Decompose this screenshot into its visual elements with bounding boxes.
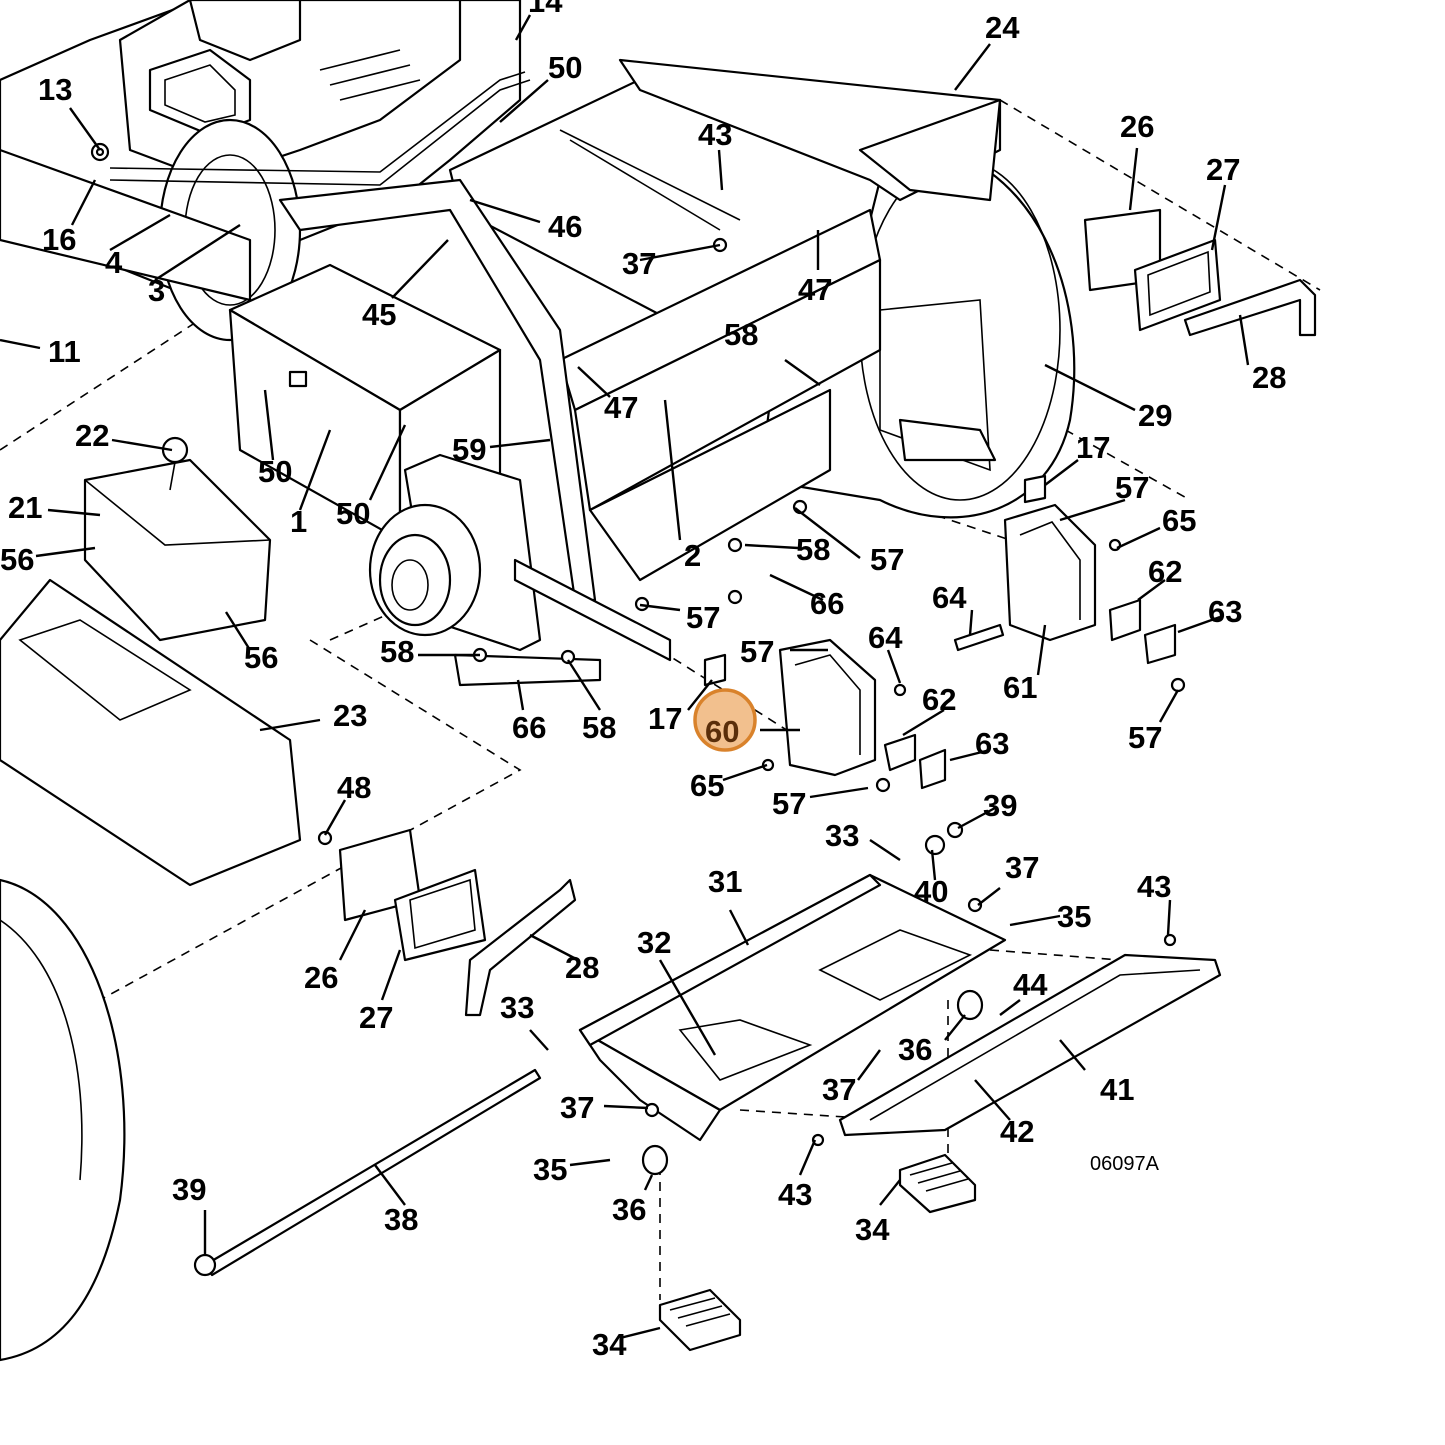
callout-37[interactable]: 37 (822, 1072, 856, 1107)
callout-42[interactable]: 42 (1000, 1114, 1034, 1149)
callout-34[interactable]: 34 (855, 1212, 890, 1247)
callout-63[interactable]: 63 (1208, 594, 1242, 629)
callout-40[interactable]: 40 (914, 874, 948, 909)
callout-66[interactable]: 66 (512, 710, 546, 745)
callout-36[interactable]: 36 (898, 1032, 932, 1067)
engine-assembly (0, 0, 531, 342)
callout-58[interactable]: 58 (582, 710, 616, 745)
bracket-assembly-61 (953, 474, 1177, 665)
fender (0, 578, 302, 1362)
callout-46[interactable]: 46 (548, 209, 582, 244)
callout-57[interactable]: 57 (1128, 720, 1162, 755)
callout-23[interactable]: 23 (333, 698, 367, 733)
callout-37[interactable]: 37 (560, 1090, 594, 1125)
leader-lines (0, 14, 1250, 1340)
rod (193, 1068, 542, 1277)
callout-13[interactable]: 13 (38, 72, 72, 107)
callout-58[interactable]: 58 (724, 317, 758, 352)
callout-36[interactable]: 36 (612, 1192, 646, 1227)
callout-28[interactable]: 28 (1252, 360, 1286, 395)
highlighted-callout-60[interactable] (693, 688, 757, 752)
callout-33[interactable]: 33 (825, 818, 859, 853)
callout-35[interactable]: 35 (533, 1152, 567, 1187)
callout-56[interactable]: 56 (0, 542, 34, 577)
callout-43[interactable]: 43 (698, 117, 732, 152)
drawing-code: 06097A (1090, 1153, 1160, 1175)
callout-57[interactable]: 57 (870, 542, 904, 577)
callout-26[interactable]: 26 (1120, 109, 1154, 144)
callout-27[interactable]: 27 (1206, 152, 1240, 187)
callout-47[interactable]: 47 (604, 390, 638, 425)
control-box (83, 436, 272, 642)
callout-50[interactable]: 50 (548, 50, 582, 85)
callout-29[interactable]: 29 (1138, 398, 1172, 433)
callout-60[interactable]: 60 (705, 714, 739, 749)
operator-platform (578, 873, 1007, 1142)
callout-59[interactable]: 59 (452, 432, 486, 467)
callout-26[interactable]: 26 (304, 960, 338, 995)
callout-50[interactable]: 50 (258, 454, 292, 489)
callout-45[interactable]: 45 (362, 297, 396, 332)
callout-43[interactable]: 43 (778, 1177, 812, 1212)
callout-57[interactable]: 57 (686, 600, 720, 635)
callout-24[interactable]: 24 (985, 10, 1020, 45)
callout-62[interactable]: 62 (1148, 554, 1182, 589)
callout-3[interactable]: 3 (148, 273, 165, 308)
callout-50[interactable]: 50 (336, 496, 370, 531)
right-light-assembly (1083, 208, 1317, 337)
callout-1[interactable]: 1 (290, 504, 307, 539)
callout-14[interactable]: 14 (528, 0, 563, 19)
callout-28[interactable]: 28 (565, 950, 599, 985)
callout-58[interactable]: 58 (796, 532, 830, 567)
callout-27[interactable]: 27 (359, 1000, 393, 1035)
wheel-hub (368, 453, 672, 687)
callout-16[interactable]: 16 (42, 222, 76, 257)
callout-63[interactable]: 63 (975, 726, 1009, 761)
callout-21[interactable]: 21 (8, 490, 42, 525)
callout-56[interactable]: 56 (244, 640, 278, 675)
callout-41[interactable]: 41 (1100, 1072, 1134, 1107)
callout-39[interactable]: 39 (172, 1172, 206, 1207)
callout-48[interactable]: 48 (337, 770, 371, 805)
callout-31[interactable]: 31 (708, 864, 742, 899)
callout-32[interactable]: 32 (637, 925, 671, 960)
step-assembly (838, 953, 1222, 1137)
callout-34[interactable]: 34 (592, 1327, 627, 1362)
callout-57[interactable]: 57 (1115, 470, 1149, 505)
callout-65[interactable]: 65 (690, 768, 724, 803)
callout-37[interactable]: 37 (1005, 850, 1039, 885)
callout-4[interactable]: 4 (105, 245, 123, 280)
main-frame (448, 58, 1002, 582)
callout-64[interactable]: 64 (868, 620, 903, 655)
callout-57[interactable]: 57 (740, 634, 774, 669)
callout-39[interactable]: 39 (983, 788, 1017, 823)
callout-37[interactable]: 37 (622, 246, 656, 281)
bracket-assembly-60 (703, 638, 947, 790)
callout-61[interactable]: 61 (1003, 670, 1037, 705)
callout-57[interactable]: 57 (772, 786, 806, 821)
callout-labels: 13 14 50 24 43 26 27 16 4 3 46 37 47 45 … (0, 0, 1286, 1362)
callout-64[interactable]: 64 (932, 580, 967, 615)
callout-44[interactable]: 44 (1013, 967, 1048, 1002)
callout-22[interactable]: 22 (75, 418, 109, 453)
callout-43[interactable]: 43 (1137, 869, 1171, 904)
callout-11[interactable]: 11 (48, 334, 81, 369)
callout-35[interactable]: 35 (1057, 899, 1091, 934)
callout-65[interactable]: 65 (1162, 503, 1196, 538)
callout-2[interactable]: 2 (684, 538, 701, 573)
callout-17[interactable]: 17 (1076, 430, 1110, 465)
callout-38[interactable]: 38 (384, 1202, 418, 1237)
left-light-assembly (338, 828, 577, 1017)
callout-17[interactable]: 17 (648, 701, 682, 736)
callout-66[interactable]: 66 (810, 586, 844, 621)
callout-62[interactable]: 62 (922, 682, 956, 717)
foot-pedals (658, 1153, 977, 1352)
callout-47[interactable]: 47 (798, 272, 832, 307)
callout-33[interactable]: 33 (500, 990, 534, 1025)
callout-58[interactable]: 58 (380, 634, 414, 669)
